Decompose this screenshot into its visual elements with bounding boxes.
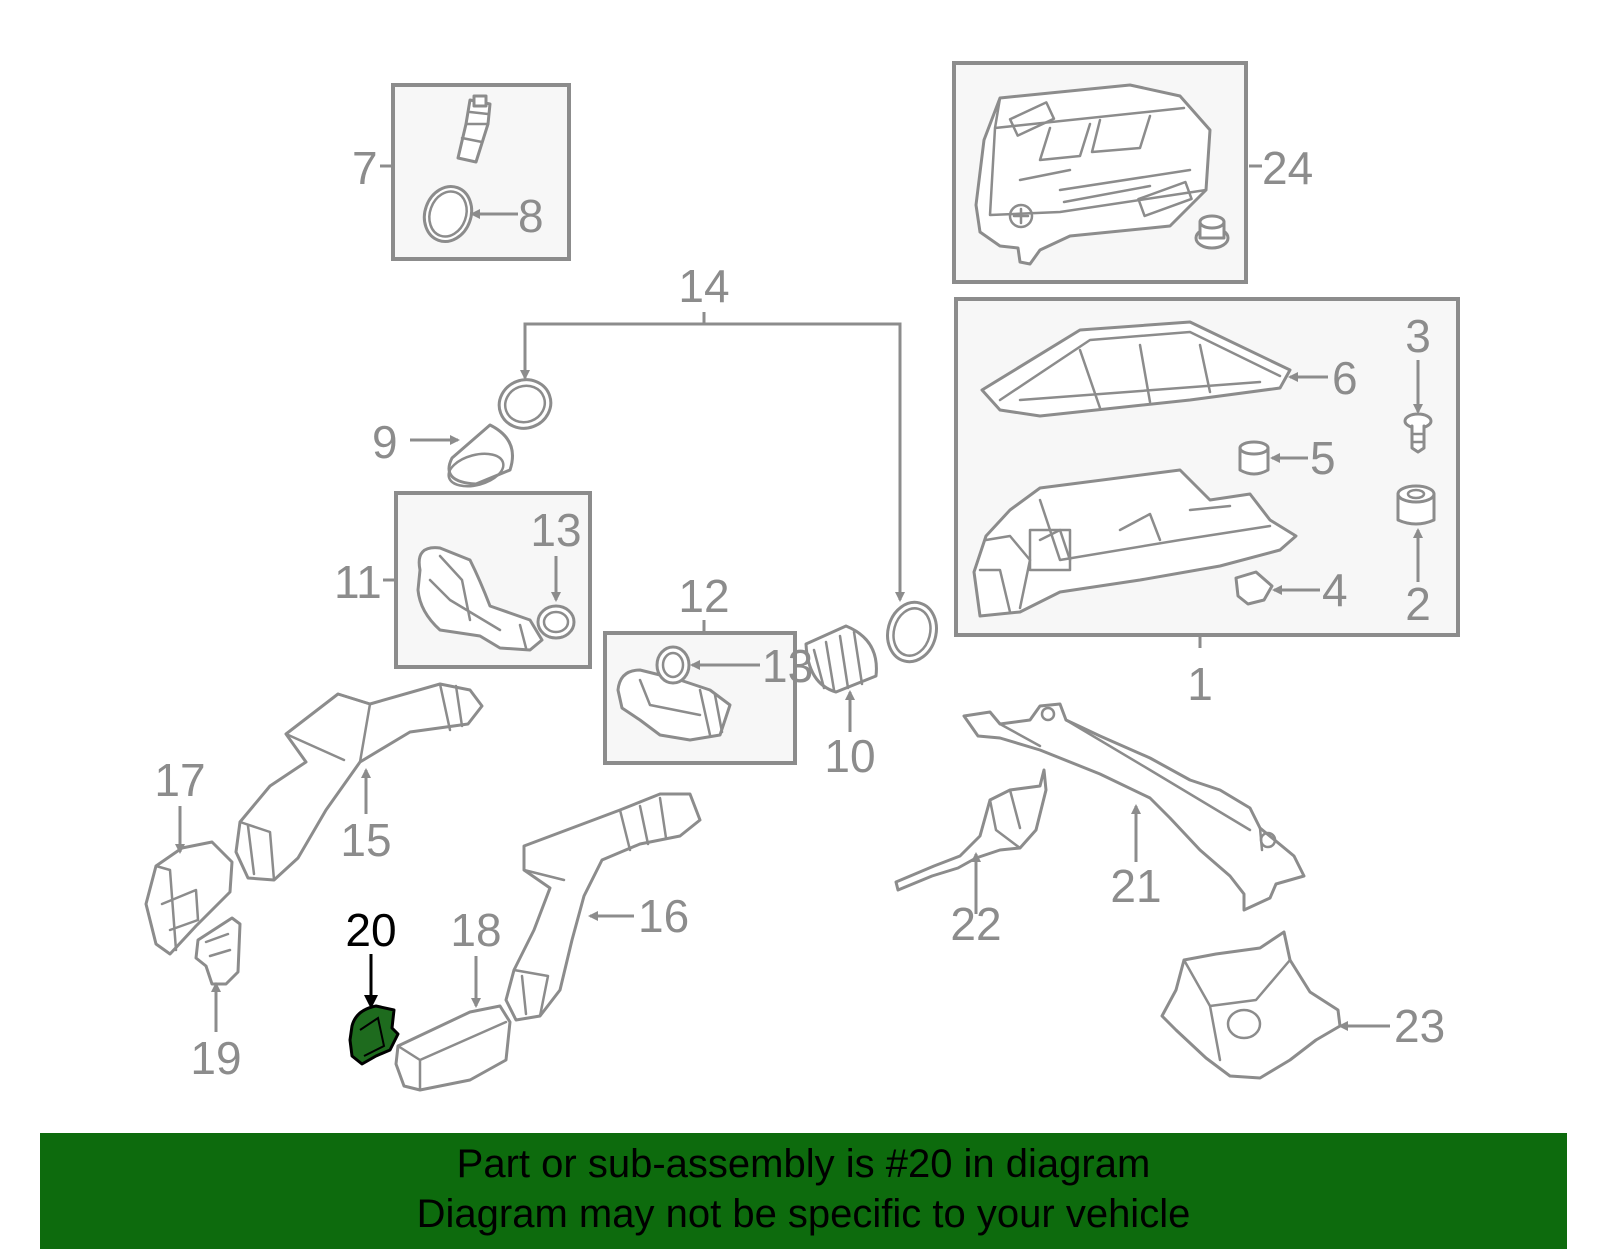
sensor-part-7 <box>456 94 492 164</box>
highlighted-part-20[interactable] <box>348 1004 400 1066</box>
callout-5: 5 <box>1310 432 1336 484</box>
grommet-part-5 <box>1238 440 1270 476</box>
air-duct-part-16 <box>504 792 702 1022</box>
bracket-part-22 <box>894 768 1048 892</box>
banner-disclaimer: Diagram may not be specific to your vehi… <box>416 1192 1191 1236</box>
callout-23: 23 <box>1394 1000 1445 1052</box>
callout-10: 10 <box>824 730 875 782</box>
callout-17: 17 <box>154 754 205 806</box>
bolt-part-3 <box>1403 412 1433 454</box>
callout-1: 1 <box>1187 658 1213 710</box>
callout-15: 15 <box>340 814 391 866</box>
callout-3: 3 <box>1405 310 1431 362</box>
bracket-part-21 <box>962 702 1306 912</box>
callout-24: 24 <box>1262 142 1313 194</box>
duct-piece-part-17 <box>144 840 234 956</box>
filter-lid-part-6 <box>980 320 1292 418</box>
callout-2: 2 <box>1405 578 1431 630</box>
filter-housing-part-1 <box>972 468 1298 618</box>
heat-shield-part-23 <box>1160 930 1342 1080</box>
callout-13-lower: 13 <box>762 640 813 692</box>
callout-11: 11 <box>334 556 382 608</box>
duct-cover-part-18 <box>394 1004 512 1092</box>
callout-19: 19 <box>190 1032 241 1084</box>
callout-18: 18 <box>450 904 501 956</box>
clamp-part-14-upper <box>497 378 553 430</box>
grommet-part-24 <box>1194 214 1230 250</box>
intake-pipe-part-12 <box>616 668 732 742</box>
callout-8: 8 <box>518 190 544 242</box>
callout-13-upper: 13 <box>530 504 581 556</box>
callout-20[interactable]: 20 <box>345 904 396 956</box>
intake-pipe-part-11 <box>416 546 544 652</box>
callout-22: 22 <box>950 898 1001 950</box>
engine-cover-part-24 <box>974 83 1212 266</box>
clip-part-4 <box>1234 570 1274 606</box>
bracket-part-19 <box>194 916 242 986</box>
bellows-part-10 <box>804 624 878 694</box>
bushing-part-2 <box>1396 484 1436 526</box>
info-banner: Part or sub-assembly is #20 in diagram D… <box>40 1133 1567 1249</box>
callout-21: 21 <box>1110 860 1161 912</box>
banner-part-note: Part or sub-assembly is #20 in diagram <box>456 1142 1151 1186</box>
callout-14: 14 <box>678 260 729 312</box>
callout-7: 7 <box>352 142 378 194</box>
callout-9: 9 <box>372 416 398 468</box>
callout-6: 6 <box>1332 352 1358 404</box>
callout-4: 4 <box>1322 564 1348 616</box>
callout-12: 12 <box>678 570 729 622</box>
parts-diagram: 1 2 3 4 5 6 7 8 9 10 11 12 13 13 14 15 1… <box>144 61 1460 1092</box>
callout-16: 16 <box>638 890 689 942</box>
seal-part-9 <box>447 423 514 488</box>
air-duct-part-15 <box>234 682 484 882</box>
